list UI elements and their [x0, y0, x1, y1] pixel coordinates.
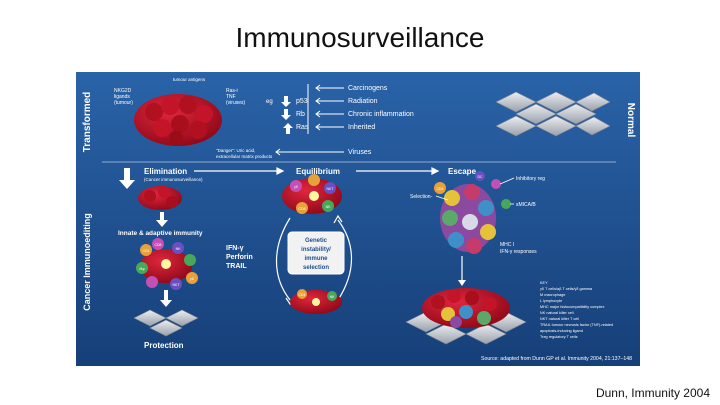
escape-tumor-top [440, 184, 496, 254]
elimination-arrow-2 [160, 290, 172, 307]
escape-inhibitory-label: Inhibitory reg [516, 176, 545, 182]
escape-down-arrowhead [458, 280, 466, 286]
cause-chronic-inflammation: Chronic inflammation [348, 111, 414, 118]
genetic-instability-box: Genetic instability/ immune selection [287, 231, 345, 275]
nkg2d-line-1: NKG2D [114, 88, 132, 94]
eq-cell-gd: γδ [294, 185, 298, 189]
elim-cell-nkt: NKT [173, 283, 181, 287]
key-line-2: γδ T cells/αβ T cells/γδ gamma [540, 287, 593, 291]
protection-tissue [133, 309, 199, 337]
viruses-label: Viruses [348, 149, 372, 156]
phase-protection: Protection [144, 341, 184, 350]
danger-line-1: "Danger": Uric acid, [216, 148, 255, 153]
eq-cell-nkt: NKT [327, 187, 335, 191]
esc-cell-dc: DC [477, 175, 483, 179]
escape-callout-lines [435, 177, 515, 205]
normal-tissue [495, 91, 611, 137]
ras-line-2: TNF [226, 94, 236, 100]
escape-selection-label: Selection- [410, 194, 433, 200]
cause-inherited: Inherited [348, 124, 375, 131]
escape-smica-label: sMICA/B [516, 202, 536, 208]
cause-radiation: Radiation [348, 98, 378, 105]
escape-small-cells [434, 171, 511, 209]
gene-prefix: eg [266, 99, 273, 105]
transformed-tumor [134, 94, 222, 146]
immunoediting-diagram: Transformed Normal Cancer Immunoediting … [76, 72, 640, 366]
esc-cell-cd4: CD4 [436, 187, 443, 191]
immunity-label: Innate & adaptive immunity [118, 230, 203, 237]
immune-attack-cluster [136, 238, 198, 290]
figure-source: Source: adapted from Dunn GP et al. Immu… [481, 356, 632, 362]
escape-mhc-label: MHC I [500, 242, 514, 248]
genetic-line-1: Genetic [305, 238, 328, 244]
key-line-4: L lymphocyte [540, 299, 562, 303]
elim-cell-cd4: CD4 [142, 249, 149, 253]
cancer-immunoediting-label: Cancer Immunoediting [82, 213, 92, 311]
genetic-line-4: selection [303, 265, 329, 271]
eq-cell-cd8: CD8 [298, 207, 305, 211]
phase-elimination: Elimination [144, 167, 187, 176]
phase-elimination-sub: (Cancer immunosurveillance) [144, 177, 203, 182]
eq-lower-cell-cd4: CD4 [298, 293, 305, 297]
equilibrium-tumor-lower [290, 289, 342, 314]
ras-line-1: Ras-i [226, 88, 238, 94]
eq-lower-cell-nk: NK [330, 295, 336, 299]
key-line-3: M macrophage [540, 293, 565, 297]
eq-cell-nk: NK [326, 205, 332, 209]
elimination-arrow-1 [156, 212, 168, 227]
gene-p53: p53 [296, 98, 308, 105]
escape-invasion [405, 288, 527, 345]
key-line-7: NKT natural killer T cell [540, 317, 579, 321]
elim-cell-nk: NK [176, 247, 182, 251]
genetic-line-2: instability/ [301, 247, 331, 253]
key-line-5: MHC major histocompatibility complex [540, 305, 604, 309]
key-line-9: apoptosis-inducing ligand [540, 329, 583, 333]
elim-cell-mac: Mφ [139, 267, 145, 271]
gene-rb: Rb [296, 111, 305, 118]
slide-title: Immunosurveillance [235, 22, 485, 53]
transformed-label: Transformed [82, 92, 93, 153]
escape-ifn-label: IFN-γ responses [500, 249, 537, 255]
equilibrium-tumor [282, 174, 342, 214]
elim-cell-gd: γδ [190, 277, 194, 281]
key-line-6: NK natural killer cell [540, 311, 574, 315]
phase-equilibrium: Equilibrium [296, 167, 340, 176]
cause-carcinogens: Carcinogens [348, 85, 388, 92]
effector-ifn-gamma: IFN-γ [226, 245, 244, 252]
key-line-10: Treg regulatory T cells [540, 335, 578, 339]
key-line-1: KEY [540, 281, 548, 285]
phase-escape: Escape [448, 167, 477, 176]
phase-arrows [194, 167, 440, 175]
transform-down-arrow [119, 168, 135, 189]
gene-ras: Ras [296, 124, 309, 131]
elim-cell-cd8: CD8 [154, 243, 161, 247]
gene-arrows [281, 96, 293, 134]
cause-arrows [275, 84, 344, 156]
nkg2d-line-3: (tumour) [114, 100, 133, 106]
normal-label: Normal [625, 103, 636, 138]
ras-line-3: (viruses) [226, 100, 246, 106]
effector-trail: TRAIL [226, 263, 247, 270]
tumor-antigens-label: tumour antigens [173, 77, 206, 82]
citation: Dunn, Immunity 2004 [595, 386, 710, 400]
nkg2d-line-2: ligands [114, 94, 130, 100]
key-line-8: TRAIL tumour necrosis factor (TNF)-relat… [540, 323, 613, 327]
immunoediting-figure: Transformed Normal Cancer Immunoediting … [76, 72, 640, 366]
effector-perforin: Perforin [226, 254, 253, 261]
elimination-tumor [138, 186, 182, 210]
danger-line-2: extracellular matrix products [216, 154, 273, 159]
genetic-line-3: immune [304, 256, 328, 262]
